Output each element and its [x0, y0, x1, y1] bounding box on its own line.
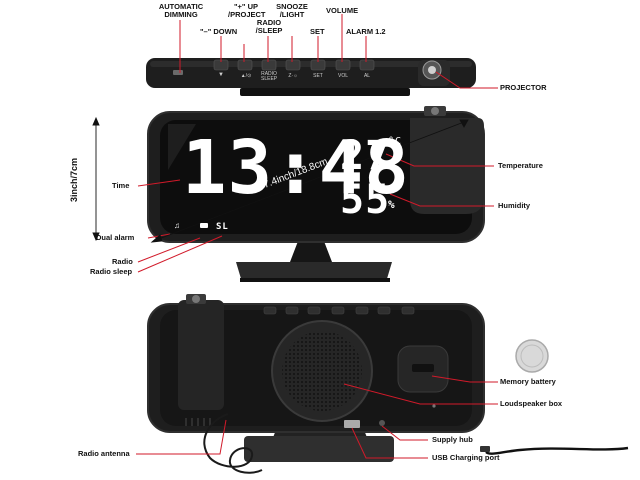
alarm-bell-icon: ♫: [174, 221, 180, 230]
label-temperature: Temperature: [498, 161, 543, 170]
front-view-device: [147, 106, 485, 282]
label-radio-sleep: RADIO /SLEEP: [255, 18, 283, 35]
label-dual-alarm: Dual alarm: [96, 233, 135, 242]
snooze-light-button[interactable]: [285, 59, 301, 71]
usb-port: [344, 420, 360, 428]
label-humidity: Humidity: [498, 201, 531, 210]
temperature-display: 27: [340, 133, 391, 179]
back-stand-base: [244, 436, 394, 462]
temperature-unit: °C: [388, 136, 403, 147]
snooze-button-print: Z·☼: [288, 73, 298, 79]
volume-button[interactable]: [335, 59, 351, 71]
sleep-indicator: SL: [216, 222, 229, 232]
label-automatic-dimming: AUTOMATIC DIMMING: [158, 2, 204, 19]
label-snooze-light: SNOOZE /LIGHT: [276, 2, 308, 19]
label-supply-hub: Supply hub: [432, 435, 473, 444]
label-dimension-height: 3inch/7cm: [69, 157, 79, 203]
label-up-project: "+" UP /PROJECT: [228, 2, 266, 19]
top-view-device: [146, 58, 476, 96]
label-usb-port: USB Charging port: [432, 453, 500, 462]
alarm-button[interactable]: [359, 59, 375, 71]
radio-antenna-wire: [203, 413, 263, 474]
up-project-button[interactable]: [237, 59, 253, 71]
dimension-lines: [92, 116, 469, 243]
al-button-print: AL: [363, 73, 371, 79]
time-display: 13:48: [182, 125, 410, 211]
label-time: Time: [112, 181, 130, 190]
label-down: "–" DOWN: [200, 27, 238, 36]
label-loudspeaker-box: Loudspeaker box: [500, 399, 563, 408]
down-arrow-icon: ▼: [218, 72, 224, 78]
radio-icon: [200, 223, 208, 228]
label-radio: Radio: [112, 257, 133, 266]
label-projector: PROJECTOR: [500, 83, 547, 92]
vol-button-print: VOL: [337, 73, 348, 79]
label-set: SET: [310, 27, 325, 36]
humidity-unit: %: [388, 198, 396, 211]
back-view-device: [147, 294, 629, 474]
label-radio-sleep-front: Radio sleep: [90, 267, 133, 276]
up-button-print: ▲/⊙: [240, 73, 252, 79]
light-sensor: [173, 70, 183, 75]
set-button-print: SET: [313, 73, 323, 79]
dc-supply-port: [379, 420, 385, 426]
front-stand-base: [236, 262, 392, 282]
radio-sleep-button[interactable]: [261, 59, 277, 71]
label-radio-antenna: Radio antenna: [78, 449, 130, 458]
label-volume: VOLUME: [326, 6, 359, 15]
usb-cable: [485, 446, 629, 455]
humidity-display: 55: [340, 177, 391, 223]
label-alarm: ALARM 1.2: [346, 27, 386, 36]
annotation-lines: [136, 14, 498, 459]
top-device-base: [240, 88, 410, 96]
radio-button-print: RADIO SLEEP: [261, 71, 278, 82]
label-memory-battery: Memory battery: [500, 377, 556, 386]
